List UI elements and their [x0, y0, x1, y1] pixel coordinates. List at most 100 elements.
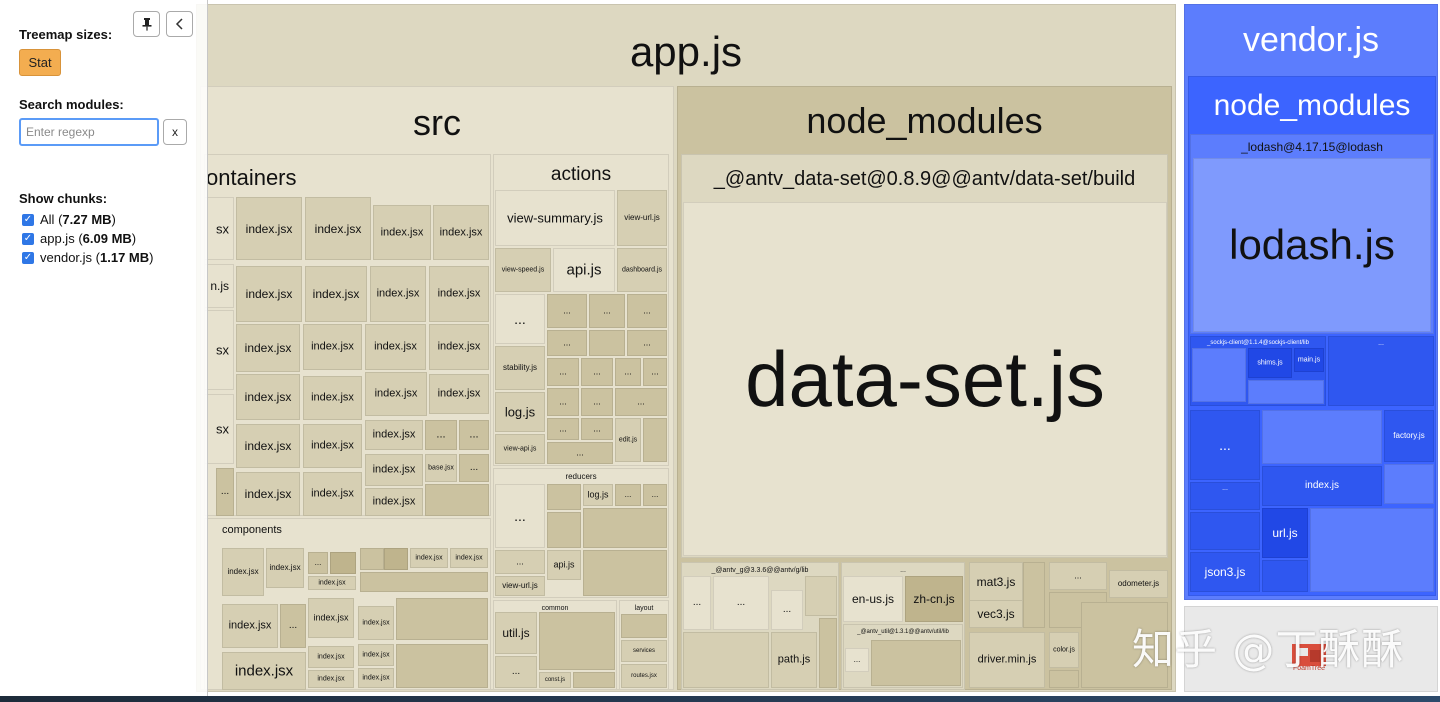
module-ellipsis[interactable]: [1023, 562, 1045, 628]
module-index-jsx[interactable]: index.jsx: [303, 472, 362, 516]
module-index-jsx[interactable]: index.jsx: [365, 372, 427, 416]
module-view-api-js[interactable]: view-api.js: [495, 434, 545, 464]
module-view-summary-js[interactable]: view-summary.js: [495, 190, 615, 246]
module-routes-jsx[interactable]: routes.jsx: [621, 664, 667, 688]
module-stability-js[interactable]: stability.js: [495, 346, 545, 390]
module-index-jsx[interactable]: index.jsx: [303, 376, 362, 420]
module-index-jsx[interactable]: index.jsx: [450, 548, 488, 568]
module-url-js[interactable]: url.js: [1262, 508, 1308, 558]
pin-button[interactable]: [133, 11, 160, 37]
module-edit-js[interactable]: edit.js: [615, 418, 641, 462]
module-ellipsis[interactable]: ...: [615, 388, 667, 416]
module-index-js[interactable]: index.js: [1262, 466, 1382, 506]
module-ellipsis[interactable]: ...: [459, 420, 489, 450]
module-ellipsis[interactable]: [683, 632, 769, 688]
module-index-jsx[interactable]: index.jsx: [429, 266, 489, 322]
module-ellipsis[interactable]: [396, 644, 488, 688]
chunk-toggle-vendor-js[interactable]: ✓ vendor.js (1.17 MB): [22, 250, 154, 265]
module-odometer-js[interactable]: odometer.js: [1109, 570, 1168, 598]
module-mat3-js[interactable]: mat3.js: [969, 562, 1023, 602]
module-index-jsx[interactable]: sx: [204, 197, 234, 260]
module-en-us-js[interactable]: en-us.js: [843, 576, 903, 622]
module-ellipsis[interactable]: ...: [845, 648, 869, 672]
module-index-jsx[interactable]: index.jsx: [236, 424, 300, 468]
module-color-js[interactable]: color.js: [1049, 632, 1079, 668]
module-index-jsx[interactable]: index.jsx: [236, 197, 302, 260]
module-ellipsis[interactable]: ...: [280, 604, 306, 648]
module-ellipsis[interactable]: ...: [683, 576, 711, 630]
module-ellipsis[interactable]: [573, 672, 615, 688]
module-view-url-js[interactable]: view-url.js: [495, 576, 545, 596]
module-index-jsx[interactable]: index.jsx: [222, 604, 278, 648]
module-services[interactable]: services: [621, 640, 667, 662]
chunk-toggle-all[interactable]: ✓ All (7.27 MB): [22, 212, 116, 227]
module-ellipsis[interactable]: ...: [643, 358, 667, 386]
module-const-js[interactable]: const.js: [539, 672, 571, 688]
module-ellipsis[interactable]: ...: [1190, 410, 1260, 480]
module-ellipsis[interactable]: [1192, 348, 1246, 402]
module-ellipsis[interactable]: [643, 418, 667, 462]
module-ellipsis[interactable]: ...: [547, 330, 587, 356]
module-ellipsis[interactable]: ...: [615, 358, 641, 386]
module-ellipsis[interactable]: [425, 484, 489, 516]
module-ellipsis[interactable]: ...: [713, 576, 769, 630]
module-index-jsx[interactable]: index.jsx: [236, 324, 300, 372]
module-ellipsis[interactable]: ...: [216, 468, 234, 516]
module-ellipsis[interactable]: ...: [581, 388, 613, 416]
module-ellipsis[interactable]: [384, 548, 408, 570]
checkbox-checked-icon[interactable]: ✓: [22, 232, 34, 245]
module-shims-js[interactable]: shims.js: [1248, 348, 1292, 378]
module-ellipsis[interactable]: ...: [589, 294, 625, 328]
module-index-jsx[interactable]: index.jsx: [308, 670, 354, 688]
module-ellipsis[interactable]: ...: [771, 590, 803, 630]
module-api-js[interactable]: api.js: [547, 550, 581, 580]
module-index-jsx[interactable]: index.jsx: [308, 598, 354, 638]
module-zh-cn-js[interactable]: zh-cn.js: [905, 576, 963, 622]
module-ellipsis[interactable]: ...: [495, 484, 545, 548]
module-ellipsis[interactable]: ...: [547, 294, 587, 328]
module-index-jsx[interactable]: index.jsx: [365, 488, 423, 516]
module-common-js[interactable]: n.js: [204, 264, 234, 308]
module-ellipsis[interactable]: ...: [1049, 562, 1107, 590]
module-index-jsx[interactable]: index.jsx: [308, 576, 356, 590]
module-dashboard-js[interactable]: dashboard.js: [617, 248, 667, 292]
module-json3-js[interactable]: json3.js: [1190, 552, 1260, 592]
checkbox-checked-icon[interactable]: ✓: [22, 251, 34, 264]
module-vec3-js[interactable]: vec3.js: [969, 600, 1023, 628]
module-index-jsx[interactable]: index.jsx: [305, 266, 367, 322]
module-ellipsis[interactable]: ...: [495, 656, 537, 688]
module-ellipsis[interactable]: [360, 572, 488, 592]
module-ellipsis[interactable]: ...: [643, 484, 667, 506]
module-base-jsx[interactable]: base.jsx: [425, 454, 457, 482]
search-input[interactable]: [19, 118, 159, 146]
module-index-jsx[interactable]: index.jsx: [222, 652, 306, 690]
module-index-jsx[interactable]: index.jsx: [429, 374, 489, 414]
checkbox-checked-icon[interactable]: ✓: [22, 213, 34, 226]
module-main-js[interactable]: main.js: [1294, 348, 1324, 372]
module-index-jsx[interactable]: index.jsx: [373, 205, 431, 260]
module-ellipsis[interactable]: [1262, 410, 1382, 464]
module-log-js[interactable]: log.js: [583, 484, 613, 506]
stat-size-button[interactable]: Stat: [19, 49, 61, 76]
module-ellipsis[interactable]: ...: [581, 358, 613, 386]
module-index-jsx[interactable]: index.jsx: [308, 646, 354, 668]
module-ellipsis[interactable]: [539, 612, 615, 670]
chunk-toggle-app-js[interactable]: ✓ app.js (6.09 MB): [22, 231, 137, 246]
module-ellipsis[interactable]: [547, 512, 581, 548]
module-index-jsx[interactable]: index.jsx: [222, 548, 264, 596]
module-ellipsis[interactable]: ...: [547, 418, 579, 440]
module-ellipsis[interactable]: [330, 552, 356, 574]
module-index-jsx[interactable]: index.jsx: [358, 644, 394, 666]
module-ellipsis[interactable]: [621, 614, 667, 638]
module-index-jsx[interactable]: index.jsx: [303, 424, 362, 468]
module-index-jsx[interactable]: index.jsx: [305, 197, 371, 260]
module-index-jsx[interactable]: sx: [204, 394, 234, 464]
module-ellipsis[interactable]: ...: [547, 442, 613, 464]
module-driver-min-js[interactable]: driver.min.js: [969, 632, 1045, 688]
module-factory-js[interactable]: factory.js: [1384, 410, 1434, 462]
module-ellipsis[interactable]: [805, 576, 837, 616]
module-api-js[interactable]: api.js: [553, 248, 615, 292]
module-ellipsis[interactable]: ...: [615, 484, 641, 506]
module-ellipsis[interactable]: [819, 618, 837, 688]
module-index-jsx[interactable]: index.jsx: [266, 548, 304, 588]
